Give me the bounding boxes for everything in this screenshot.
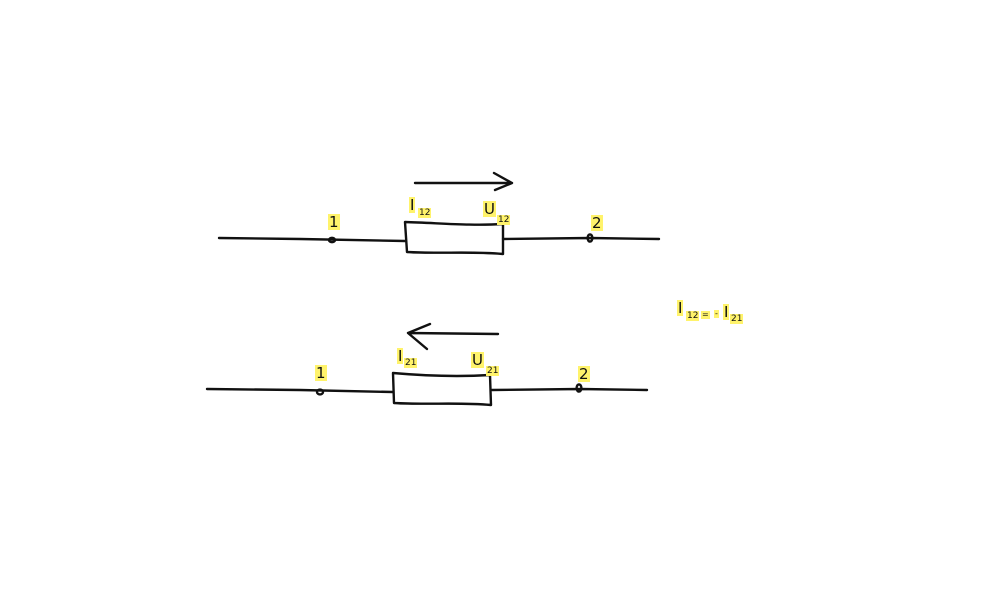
- top-voltage-subscript: 12: [497, 215, 511, 225]
- top-direction-arrow: [413, 171, 514, 192]
- bottom-wire-left: [205, 387, 395, 394]
- bottom-resistor: [391, 371, 493, 407]
- equation-equals-sign: =: [701, 310, 710, 319]
- bottom-voltage-subscript: 21: [486, 366, 500, 376]
- bottom-node-1-label: 1: [315, 364, 327, 382]
- top-current-symbol: I: [409, 196, 416, 214]
- equation-lhs-subscript: 12: [686, 311, 700, 321]
- top-node-2-dot: [586, 233, 594, 243]
- top-wire-right: [501, 236, 661, 241]
- top-current-subscript: 12: [418, 208, 432, 218]
- bottom-wire-right: [490, 387, 649, 392]
- equation-rhs-symbol: I: [723, 303, 730, 321]
- bottom-voltage-symbol: U: [471, 351, 484, 369]
- top-wire-left: [217, 236, 407, 243]
- equation-rhs-subscript: 21: [730, 314, 744, 324]
- top-voltage-symbol: U: [483, 200, 496, 218]
- bottom-node-1-dot: [315, 388, 325, 396]
- bottom-node-2-label: 2: [578, 365, 590, 383]
- bottom-direction-arrow: [406, 322, 500, 351]
- bottom-current-subscript: 21: [404, 358, 418, 368]
- top-node-2-label: 2: [591, 214, 603, 232]
- top-node-1-label: 1: [328, 213, 340, 231]
- top-node-1-dot: [327, 236, 337, 244]
- equation-lhs-symbol: I: [677, 299, 684, 317]
- equation-minus-sign: -: [714, 309, 719, 318]
- bottom-current-symbol: I: [397, 347, 404, 365]
- bottom-node-2-dot: [575, 383, 583, 393]
- top-resistor: [403, 220, 505, 256]
